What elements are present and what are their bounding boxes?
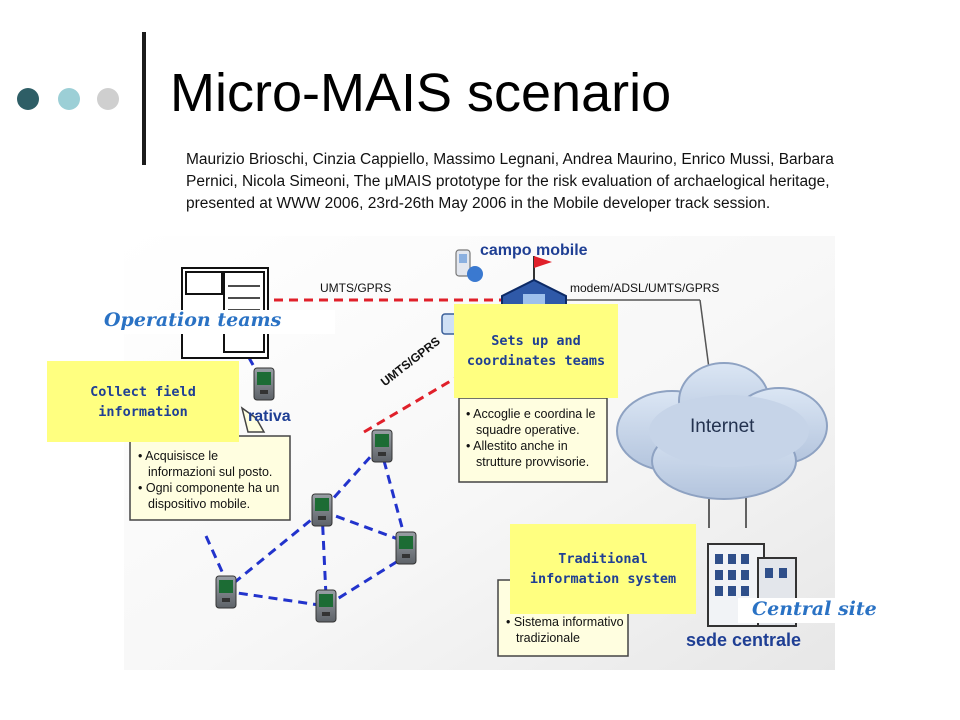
callout-traditional: Traditional information system <box>510 524 696 614</box>
campo-mobile-label: campo mobile <box>480 242 588 259</box>
central-site-label: Central site <box>738 598 885 623</box>
note-sede-text: • Sistema informativo tradizionale <box>506 614 628 646</box>
network-link <box>223 589 327 608</box>
architecture-figure: campo mobile UMTS/GPRS modem/ADSL/UMTS/G… <box>124 236 835 670</box>
network-link <box>325 554 407 608</box>
umts-link-top-label: UMTS/GPRS <box>320 281 392 295</box>
note-box-campo <box>458 397 608 483</box>
pda-icon <box>371 429 393 463</box>
squadra-label-fragment: rativa <box>248 408 291 425</box>
pda-icon <box>253 367 275 401</box>
decor-dot-grey <box>97 88 119 110</box>
pda-icon <box>395 531 417 565</box>
callout-sets-up: Sets up and coordinates teams <box>454 304 618 398</box>
citation-text: Maurizio Brioschi, Cinzia Cappiello, Mas… <box>186 151 834 212</box>
title-divider <box>142 32 146 165</box>
phone-signal-icon <box>455 249 483 282</box>
internet-label: Internet <box>690 416 755 437</box>
pda-icon <box>215 575 237 609</box>
note-line: • Sistema informativo tradizionale <box>506 615 624 645</box>
network-link <box>223 509 323 593</box>
modem-link-label: modem/ADSL/UMTS/GPRS <box>570 281 720 295</box>
pda-icon <box>311 493 333 527</box>
note-line: • Allestito anche in strutture provvisor… <box>466 439 590 469</box>
modem-link-drop <box>699 299 711 377</box>
slide-title: Micro-MAIS scenario <box>170 63 672 123</box>
note-line: • Accoglie e coordina le squadre operati… <box>466 407 596 437</box>
network-link <box>204 535 226 577</box>
callout-collect: Collect field information <box>47 361 239 442</box>
note-line: • Ogni componente ha un dispositivo mobi… <box>138 481 280 511</box>
pda-icon <box>315 589 337 623</box>
internet-cloud-icon <box>616 362 828 500</box>
operation-teams-label: Operation teams <box>102 310 336 334</box>
note-campo-text: • Accoglie e coordina le squadre operati… <box>466 406 606 470</box>
sede-centrale-label: sede centrale <box>686 630 802 650</box>
note-pointer <box>240 406 266 433</box>
note-line: • Acquisisce le informazioni sul posto. <box>138 449 273 479</box>
note-operativa-text: • Acquisisce le informazioni sul posto. … <box>138 448 288 512</box>
decor-dot-teal <box>58 88 80 110</box>
decor-dot-dark <box>17 88 39 110</box>
